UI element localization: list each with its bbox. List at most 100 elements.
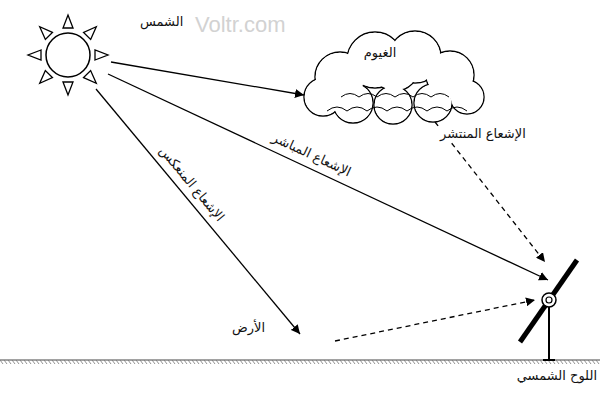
sun-label: الشمس xyxy=(140,14,183,30)
ground-hatch xyxy=(520,360,523,364)
ground-hatch xyxy=(244,360,247,364)
cloud-fill xyxy=(451,81,484,114)
dashed-arrow xyxy=(435,122,545,262)
ground-hatch xyxy=(84,360,87,364)
ground-hatch xyxy=(372,360,375,364)
ground-hatch xyxy=(412,360,415,364)
ground-hatch xyxy=(168,360,171,364)
ground-hatch xyxy=(104,360,107,364)
ground-hatch xyxy=(456,360,459,364)
ground-hatch xyxy=(476,360,479,364)
ground-hatch xyxy=(280,360,283,364)
ground-hatch xyxy=(576,360,579,364)
sun-ray xyxy=(63,15,73,28)
ground-hatch xyxy=(320,360,323,364)
ground-hatch xyxy=(596,360,599,364)
cloud-outline xyxy=(374,86,412,124)
ground-hatch xyxy=(416,360,419,364)
ground-hatch xyxy=(232,360,235,364)
ground-hatch xyxy=(572,360,575,364)
ground-hatch xyxy=(188,360,191,364)
ground-hatch xyxy=(224,360,227,364)
ground-hatch xyxy=(180,360,183,364)
ground-hatch xyxy=(464,360,467,364)
ground-hatch xyxy=(452,360,455,364)
sun-ray xyxy=(28,50,41,60)
ground-hatch xyxy=(248,360,251,364)
ground-hatch xyxy=(16,360,19,364)
ground-hatch xyxy=(496,360,499,364)
ground-hatch xyxy=(140,360,143,364)
ground-hatch xyxy=(336,360,339,364)
panel-node: اللوح الشمسي xyxy=(505,250,600,390)
ground-hatch xyxy=(408,360,411,364)
ground-hatch xyxy=(380,360,383,364)
ground-hatch xyxy=(332,360,335,364)
cloud-node: الغيوم xyxy=(295,25,485,125)
ground-hatch xyxy=(100,360,103,364)
cloud-node-shape xyxy=(295,25,485,125)
ground-hatch xyxy=(136,360,139,364)
ground-hatch xyxy=(516,360,519,364)
ground-hatch xyxy=(256,360,259,364)
ground-hatch xyxy=(164,360,167,364)
ground-hatch xyxy=(132,360,135,364)
ground-hatch xyxy=(556,360,559,364)
ground-hatch xyxy=(8,360,11,364)
watermark: Voltr.com xyxy=(195,12,285,38)
ground-hatch xyxy=(80,360,83,364)
ground-hatch xyxy=(196,360,199,364)
ground-hatch xyxy=(160,360,163,364)
ground-hatch xyxy=(368,360,371,364)
ground-hatch xyxy=(228,360,231,364)
panel-board xyxy=(520,260,577,342)
ground-hatch xyxy=(388,360,391,364)
ground-hatch xyxy=(124,360,127,364)
ground-hatch xyxy=(200,360,203,364)
ground-hatch xyxy=(564,360,567,364)
ground-hatch xyxy=(588,360,591,364)
ground-hatch xyxy=(172,360,175,364)
ground-hatch xyxy=(400,360,403,364)
sun-ray xyxy=(63,82,73,95)
ground-hatch xyxy=(68,360,71,364)
ground-hatch xyxy=(264,360,267,364)
solid-arrow xyxy=(96,89,300,334)
ground-hatch xyxy=(420,360,423,364)
ground-hatch xyxy=(176,360,179,364)
ground-hatch xyxy=(48,360,51,364)
ground-hatch xyxy=(360,360,363,364)
panel-stand xyxy=(548,307,550,360)
sun-node: الشمس xyxy=(20,8,187,104)
cloud-fill xyxy=(375,87,412,124)
ground-hatch xyxy=(252,360,255,364)
cloud-symbol xyxy=(304,31,484,124)
ground-hatch xyxy=(24,360,27,364)
ground-hatch xyxy=(436,360,439,364)
ground-hatch xyxy=(32,360,35,364)
ground-hatch xyxy=(272,360,275,364)
ground-hatch xyxy=(4,360,7,364)
ground-hatch xyxy=(192,360,195,364)
ground-hatch xyxy=(340,360,343,364)
cloud-label: الغيوم xyxy=(364,45,397,61)
panel-pivot-inner xyxy=(546,297,552,303)
dashed-arrow xyxy=(335,300,535,341)
ground-hatch xyxy=(260,360,263,364)
ground-hatch xyxy=(540,360,543,364)
ground-hatch xyxy=(524,360,527,364)
ground-hatch xyxy=(216,360,219,364)
ground-hatch xyxy=(356,360,359,364)
ground-hatch xyxy=(44,360,47,364)
ground-hatch xyxy=(28,360,31,364)
radiation-label: الإشعاع المنتشر xyxy=(438,126,528,142)
ground-hatch xyxy=(108,360,111,364)
ground-hatch xyxy=(396,360,399,364)
ground-hatch xyxy=(480,360,483,364)
ground-hatch xyxy=(292,360,295,364)
ground-hatch xyxy=(300,360,303,364)
solid-arrow xyxy=(108,74,548,280)
cloud-scallop xyxy=(341,94,449,98)
